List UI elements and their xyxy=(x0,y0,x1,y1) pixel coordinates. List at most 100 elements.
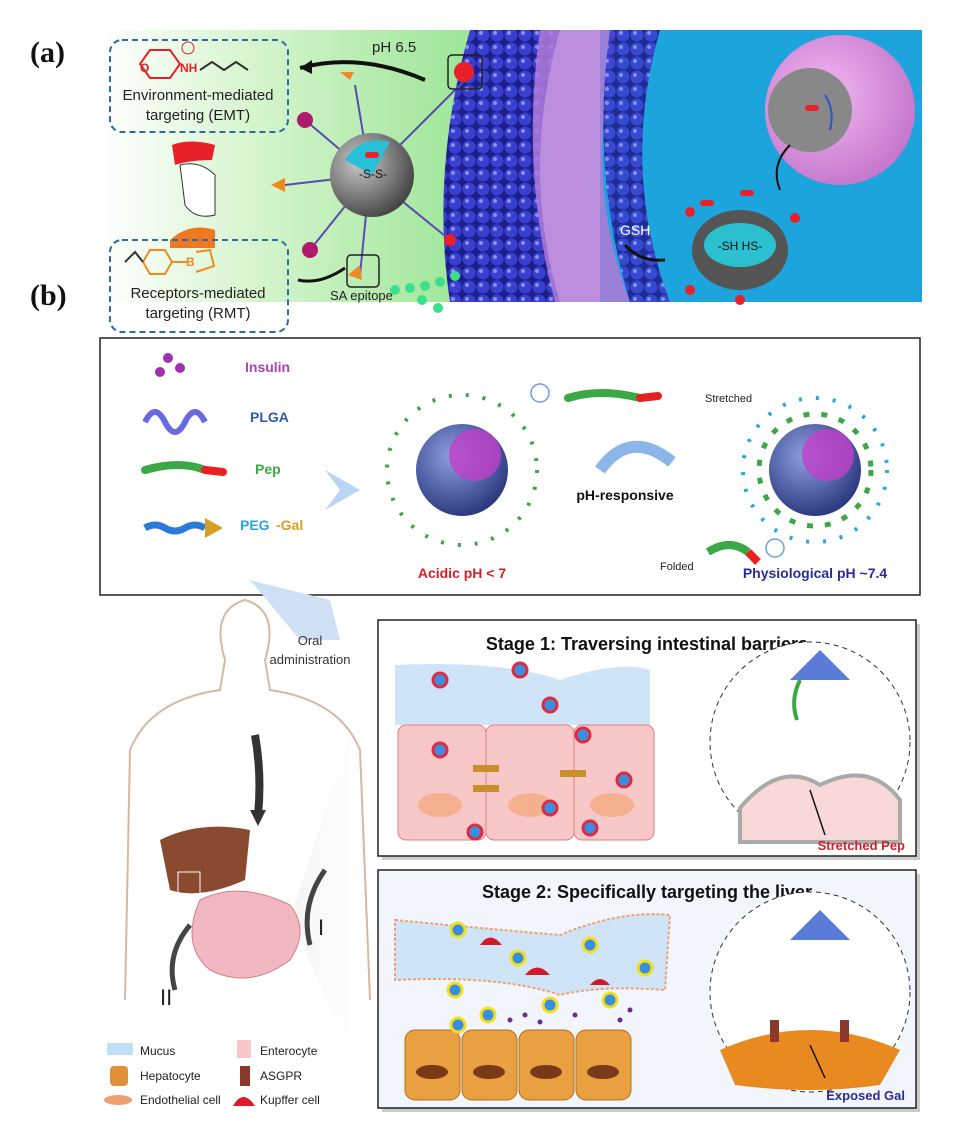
legend-insulin-label: Insulin xyxy=(245,359,290,375)
legend-kupffer-label: Kupffer cell xyxy=(260,1093,320,1107)
oral-label-1: Oral xyxy=(298,633,323,648)
folded-pep-icon xyxy=(705,541,751,556)
body-outline xyxy=(124,598,371,1001)
stage-2-note: Exposed Gal xyxy=(826,1088,905,1103)
legend-hepatocyte-label: Hepatocyte xyxy=(140,1069,201,1083)
legend-peg-gal: PEG -Gal xyxy=(143,517,303,538)
folded-label: Folded xyxy=(660,561,694,573)
arrow-assemble xyxy=(325,470,360,510)
disulfide-label: -S-S- xyxy=(359,167,387,181)
stage-1-box: Stage 1: Traversing intestinal barriers … xyxy=(377,619,920,860)
liver xyxy=(160,826,250,894)
nanoparticle-detail-1 xyxy=(790,650,850,680)
folded-pep-tip xyxy=(745,549,761,565)
stretched-pep-detail xyxy=(792,679,802,721)
asgpr-detail-1 xyxy=(770,1020,779,1042)
stage-2-title: Stage 2: Specifically targeting the live… xyxy=(482,882,812,902)
oral-label-2: administration xyxy=(270,652,351,667)
stage-1-title: Stage 1: Traversing intestinal barriers xyxy=(486,634,808,654)
uptake-arrow-2 xyxy=(809,1044,826,1079)
arrow-head xyxy=(300,60,312,74)
hepatocyte-detail xyxy=(720,1030,900,1090)
panel-a: O NH Environment-mediated targeting (EMT… xyxy=(100,30,922,333)
human-body: Oral administration I II xyxy=(124,580,380,1110)
morpholinium-structure xyxy=(138,49,249,79)
uptake-arrow-1 xyxy=(809,789,826,836)
drug-in-nucleus xyxy=(805,105,819,111)
legend-mucus-label: Mucus xyxy=(140,1044,175,1058)
legend-pep: Pep xyxy=(141,461,281,477)
gsh-label: GSH xyxy=(620,222,650,238)
legend-pep-label: Pep xyxy=(255,461,281,477)
legend-plga-label: PLGA xyxy=(250,409,289,425)
hepatocyte-icon xyxy=(110,1066,128,1086)
handshake-icon xyxy=(170,141,216,248)
membrane-inner-layer xyxy=(603,30,670,302)
arrow-to-rmt xyxy=(297,266,346,283)
chem-o: O xyxy=(140,61,149,75)
rmt-label-2: targeting (RMT) xyxy=(145,305,250,322)
kupffer-cells xyxy=(480,937,610,985)
digestive-arrow-head xyxy=(250,810,266,826)
rmt-label-1: Receptors-mediated xyxy=(130,285,265,302)
stage-1-note: Stretched Pep xyxy=(818,838,905,853)
panel-a-label: (a) xyxy=(30,36,65,69)
enterocyte-icon xyxy=(237,1040,251,1058)
route-ii-label: II xyxy=(160,985,172,1010)
ph-cycle-arrow xyxy=(595,440,676,474)
route-i-arrow xyxy=(304,868,328,946)
legend-insulin: Insulin xyxy=(155,353,290,377)
positive-charge-icon xyxy=(181,41,195,55)
nanoparticle-acidic xyxy=(385,383,550,547)
thiol-label: -SH HS- xyxy=(718,239,763,253)
sa-epitope-label: SA epitope xyxy=(330,288,393,303)
legend-gal-label: -Gal xyxy=(276,517,303,533)
emt-label-2: targeting (EMT) xyxy=(146,107,250,124)
zoom-wedge xyxy=(290,640,380,1110)
liver-zoom-box xyxy=(177,871,201,895)
hepatocytes xyxy=(404,1029,632,1101)
legend-peg-label: PEG xyxy=(240,517,270,533)
nanoparticle-physiological xyxy=(741,396,889,558)
stretched-label: Stretched xyxy=(705,393,752,405)
ph-responsive-label: pH-responsive xyxy=(576,487,673,503)
formulation-box: Insulin PLGA Pep PEG -Gal Acidic pH < 7 … xyxy=(99,337,921,596)
stage-2-box: Stage 2: Specifically targeting the live… xyxy=(377,869,920,1112)
degraded-nanoparticle: -SH HS- xyxy=(685,190,800,305)
legend-enterocyte-label: Enterocyte xyxy=(260,1044,318,1058)
dna-icon xyxy=(824,94,833,131)
tight-junctions xyxy=(473,765,586,792)
asgpr-detail-2 xyxy=(840,1020,849,1042)
intestine xyxy=(191,890,301,979)
mucus-icon xyxy=(107,1043,133,1055)
hepatocyte-nuclei xyxy=(416,1065,619,1079)
chem-nh: NH xyxy=(180,61,197,75)
asgpr-icon xyxy=(240,1066,250,1086)
kupffer-cell-icon xyxy=(233,1097,255,1106)
stretched-pep-icon xyxy=(564,389,644,402)
phenylboronic-structure xyxy=(124,248,216,275)
chem-b: B xyxy=(186,255,195,269)
arrow-gsh xyxy=(623,243,666,262)
ph-6-5-label: pH 6.5 xyxy=(372,39,416,56)
stretched-pep-tip xyxy=(636,392,662,402)
nanoparticle: -S-S- xyxy=(271,54,483,288)
sa-epitope-chain xyxy=(390,271,460,313)
released-insulin xyxy=(507,1007,633,1025)
endothelial-cell-icon xyxy=(104,1095,132,1105)
cell-legend: Mucus Enterocyte Hepatocyte ASGPR Endoth… xyxy=(104,1040,320,1107)
route-ii-arrow xyxy=(169,923,192,991)
digestive-arrow xyxy=(251,734,264,816)
nanoparticles-stage1 xyxy=(431,661,633,841)
membrane-outer-layer xyxy=(443,30,560,302)
oral-arrow xyxy=(250,580,340,640)
cell-membrane-detail xyxy=(738,773,902,844)
legend-asgpr-label: ASGPR xyxy=(260,1069,302,1083)
enterocyte-nuclei xyxy=(418,793,634,817)
enterocytes xyxy=(397,724,655,841)
acidic-label: Acidic pH < 7 xyxy=(418,565,507,581)
legend-endothelial-label: Endothelial cell xyxy=(140,1093,221,1107)
arrow-to-nucleus xyxy=(775,144,791,191)
arrow-to-emt xyxy=(299,60,426,82)
